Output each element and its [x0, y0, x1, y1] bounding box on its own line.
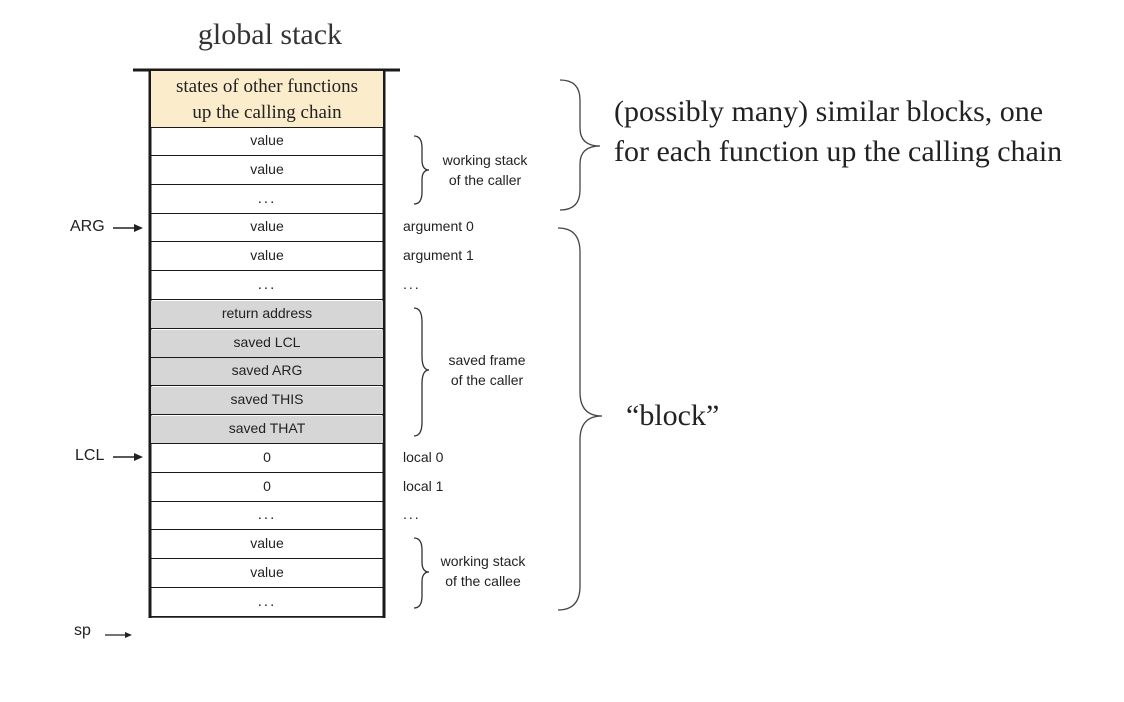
- brace-working-stack-callee: [413, 537, 430, 609]
- stack-cell: value: [151, 128, 383, 156]
- stack-cell: value: [151, 157, 383, 185]
- top-block-line-1: states of other functions: [175, 76, 359, 97]
- stack-cell-side-label: local 1: [403, 478, 444, 494]
- stack-cell: value: [151, 243, 383, 271]
- saved-frame-label: saved frame of the caller: [448, 352, 526, 388]
- stack-cell: value: [151, 531, 383, 559]
- brace-block: [557, 227, 603, 611]
- arg-arrow: [113, 224, 143, 232]
- brace-saved-frame: [413, 307, 430, 437]
- stack-cell: value: [151, 214, 383, 242]
- lcl-pointer-label: LCL: [75, 447, 105, 464]
- working-stack-callee-label: working stack of the callee: [440, 553, 526, 589]
- stack-cell-side-label: argument 0: [403, 218, 474, 234]
- stack-cell-side-label: argument 1: [403, 247, 474, 263]
- diagram-title: global stack: [197, 18, 343, 51]
- stack-cell-side-label: local 0: [403, 449, 444, 465]
- top-block-cell: states of other functions up the calling…: [151, 71, 383, 128]
- arg-pointer-label: ARG: [70, 218, 105, 235]
- stack-cell: value: [151, 560, 383, 588]
- stack-cell: ...: [151, 272, 383, 300]
- stack-cell: saved ARG: [151, 358, 383, 386]
- block-annotation: “block”: [626, 399, 720, 432]
- stack-cell: ...: [151, 186, 383, 214]
- working-stack-caller-label: working stack of the caller: [442, 152, 528, 188]
- stack-cell-side-label: ...: [403, 506, 421, 522]
- lcl-arrow: [113, 453, 143, 461]
- stack-cell: saved LCL: [151, 330, 383, 358]
- stack-cell-side-label: ...: [403, 276, 421, 292]
- stack-cell: ...: [151, 589, 383, 617]
- sp-arrow: [105, 632, 132, 638]
- stack-cell: saved THIS: [151, 387, 383, 415]
- stack-cell: 0: [151, 474, 383, 502]
- similar-blocks-annotation: (possibly many) similar blocks, one for …: [614, 95, 1063, 168]
- stack-cell: 0: [151, 445, 383, 473]
- brace-working-stack-caller: [413, 135, 430, 205]
- brace-similar-blocks: [559, 79, 601, 211]
- top-block-line-2: up the calling chain: [192, 102, 342, 123]
- stack-cell: saved THAT: [151, 416, 383, 444]
- stack-cell: ...: [151, 502, 383, 530]
- sp-pointer-label: sp: [74, 622, 91, 639]
- stack-cell: return address: [151, 301, 383, 329]
